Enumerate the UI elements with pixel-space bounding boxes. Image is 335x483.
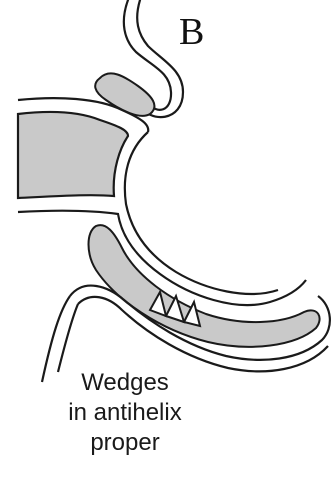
helix-cartilage	[95, 73, 154, 115]
caption-line-1: Wedges	[40, 368, 210, 398]
skin-outline-inner-curve	[125, 132, 278, 294]
panel-label: B	[179, 10, 204, 54]
wedges-caption: Wedges in antihelix proper	[40, 368, 210, 458]
caption-line-3: proper	[40, 428, 210, 458]
concha-cartilage-band	[18, 112, 128, 198]
caption-line-2: in antihelix	[40, 398, 210, 428]
